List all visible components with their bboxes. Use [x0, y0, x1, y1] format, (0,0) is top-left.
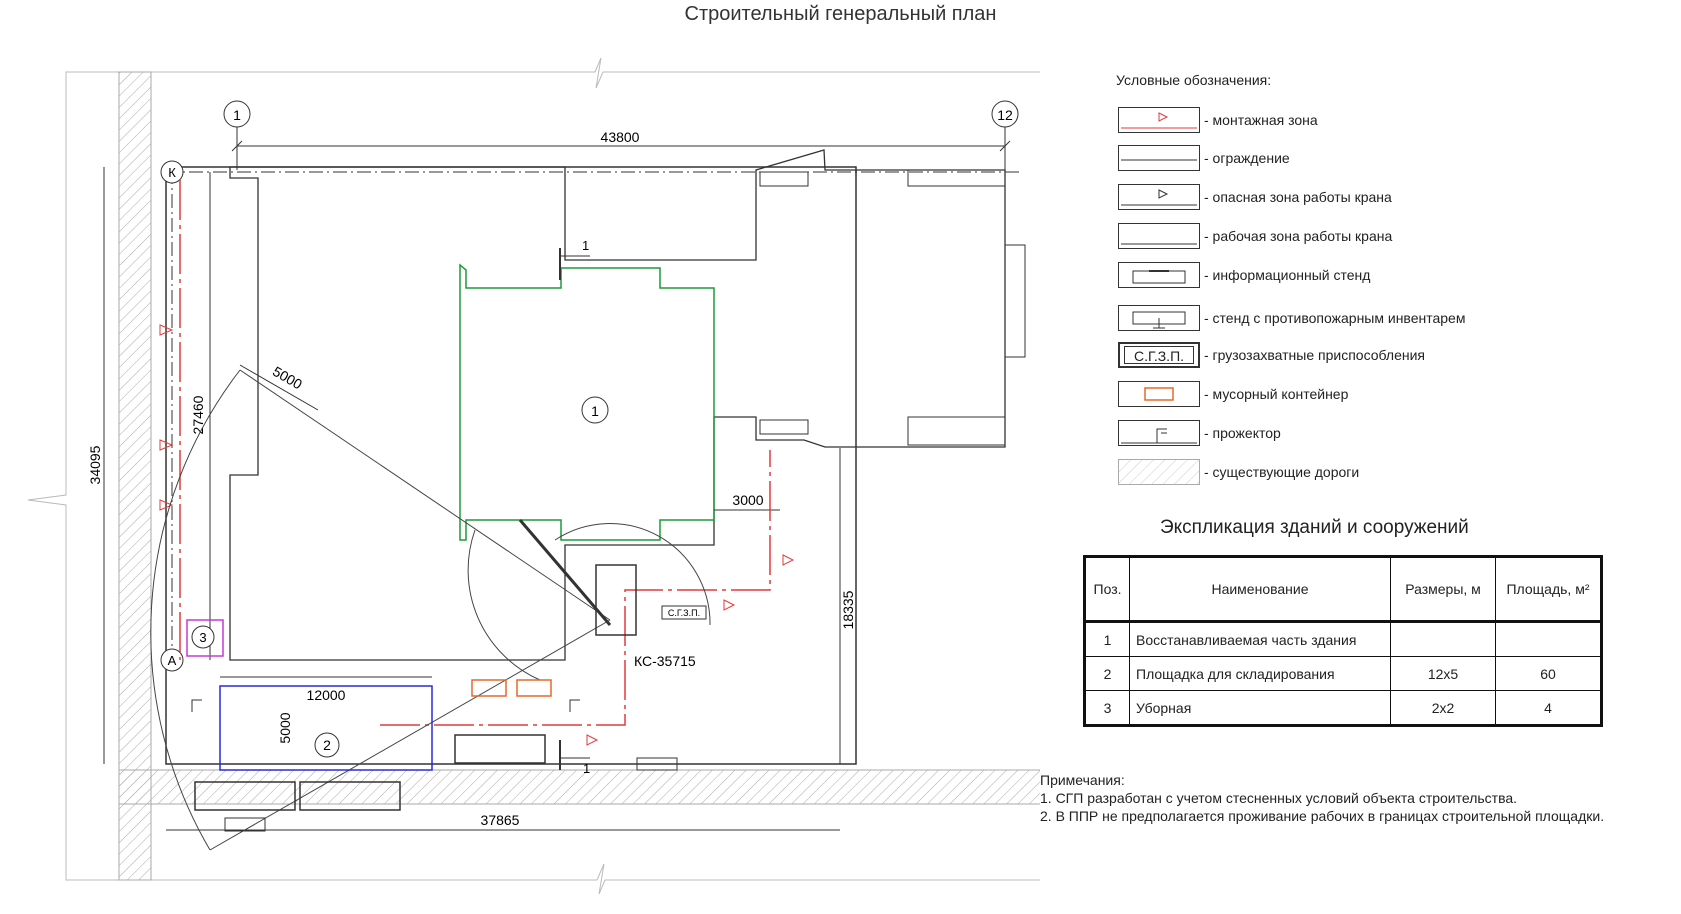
cell: 2	[1084, 656, 1130, 691]
legend-item: - стенд с противопожарным инвентарем	[1118, 304, 1465, 332]
axis-1: 1	[233, 107, 241, 123]
crane-danger-zone-icon	[1118, 184, 1200, 210]
header-area: Площадь, м²	[1495, 556, 1602, 623]
legend-item: - монтажная зона	[1118, 106, 1318, 134]
crane-label: КС-35715	[634, 653, 696, 669]
legend-item: - опасная зона работы крана	[1118, 183, 1392, 211]
trash-container	[471, 679, 507, 697]
sgzp-small: С.Г.З.П.	[668, 608, 700, 618]
legend-item: - информационный стенд	[1118, 261, 1370, 289]
legend-title: Условные обозначения:	[1116, 72, 1272, 88]
legend-label: - существующие дороги	[1204, 464, 1360, 480]
fire-stand-icon	[1118, 305, 1200, 331]
info-stand-icon	[1118, 262, 1200, 288]
cell	[1390, 621, 1496, 657]
trash-container	[516, 679, 552, 697]
explication-title: Экспликация зданий и сооружений	[1160, 517, 1469, 538]
cell: 4	[1495, 690, 1602, 726]
floodlight-icon	[1118, 420, 1200, 446]
cell: Площадка для складирования	[1129, 656, 1391, 691]
truck	[454, 734, 546, 764]
cell: 3	[1084, 690, 1130, 726]
sgzp-icon: С.Г.З.П.	[1118, 342, 1200, 368]
header-size: Размеры, м	[1390, 556, 1496, 623]
road-icon	[1118, 459, 1200, 485]
road-left	[118, 71, 152, 881]
storage-pos: 2	[323, 737, 331, 753]
cell	[1495, 621, 1602, 657]
legend-label: - мусорный контейнер	[1204, 386, 1349, 402]
legend-label: - стенд с противопожарным инвентарем	[1204, 310, 1466, 326]
toilet	[186, 619, 224, 657]
building-outline	[229, 149, 1006, 661]
dim-34095: 34095	[87, 445, 103, 484]
legend-item: - мусорный контейнер	[1118, 380, 1348, 408]
vehicle	[194, 781, 296, 811]
legend-label: - ограждение	[1204, 150, 1290, 166]
note-line: 2. В ППР не предполагается проживание ра…	[1040, 808, 1605, 824]
note-line: 1. СГП разработан с учетом стесненных ус…	[1040, 790, 1518, 806]
axis-12: 12	[997, 107, 1013, 123]
dim-3000: 3000	[732, 492, 763, 508]
legend-item: - рабочая зона работы крана	[1118, 222, 1392, 250]
header-name: Наименование	[1129, 556, 1391, 623]
table-row: 1 Восстанавливаемая часть здания	[1084, 621, 1602, 657]
cell: 12х5	[1390, 656, 1496, 691]
fence-icon	[1118, 145, 1200, 171]
table-row: 3 Уборная 2х2 4	[1084, 690, 1602, 726]
dim-37865: 37865	[481, 812, 520, 828]
notes-title: Примечания:	[1040, 772, 1125, 788]
legend-item: С.Г.З.П. - грузозахватные приспособления	[1118, 341, 1425, 369]
axis-K: К	[168, 165, 176, 180]
toilet-pos: 3	[199, 630, 206, 645]
legend-label: - информационный стенд	[1204, 267, 1371, 283]
crane-ks35715	[595, 564, 637, 636]
road-bottom	[118, 769, 1040, 805]
legend-label: - грузозахватные приспособления	[1204, 347, 1425, 363]
cell: 2х2	[1390, 690, 1496, 726]
storage-area	[219, 685, 433, 771]
legend-label: - рабочая зона работы крана	[1204, 228, 1393, 244]
dim-5000: 5000	[270, 363, 305, 393]
mounting-zone	[179, 180, 771, 726]
cell: 60	[1495, 656, 1602, 691]
dim-27460: 27460	[190, 395, 206, 434]
vehicle	[299, 781, 401, 811]
trash-container-icon	[1118, 381, 1200, 407]
fence	[165, 166, 857, 765]
dim-12000: 12000	[307, 687, 346, 703]
legend-item: - прожектор	[1118, 419, 1281, 447]
dim-18335: 18335	[840, 590, 856, 629]
page-title: Строительный генеральный план	[684, 3, 997, 25]
building-pos: 1	[591, 403, 599, 419]
table-header-row: Поз. Наименование Размеры, м Площадь, м²	[1084, 556, 1602, 623]
dim-43800: 43800	[601, 129, 640, 145]
crane-work-zone-icon	[1118, 223, 1200, 249]
cell: 1	[1084, 621, 1130, 657]
site-plan-drawing: 1 12 К А 43800 34095 27460 18335 37865 3…	[27, 57, 1040, 895]
dim-5000-vert: 5000	[277, 712, 293, 743]
explication-table: Поз. Наименование Размеры, м Площадь, м²…	[1083, 555, 1603, 727]
legend-item: - ограждение	[1118, 144, 1290, 172]
axis-A: А	[168, 653, 177, 668]
table-row: 2 Площадка для складирования 12х5 60	[1084, 656, 1602, 691]
mounting-zone-icon	[1118, 107, 1200, 133]
legend-label: - монтажная зона	[1204, 112, 1318, 128]
legend-item: - существующие дороги	[1118, 458, 1359, 486]
header-pos: Поз.	[1084, 556, 1130, 623]
cell: Восстанавливаемая часть здания	[1129, 621, 1391, 657]
section-mark: 1	[582, 238, 589, 253]
cell: Уборная	[1129, 690, 1391, 726]
legend-label: - прожектор	[1204, 425, 1281, 441]
legend-label: - опасная зона работы крана	[1204, 189, 1392, 205]
section-mark-bottom: 1	[583, 761, 590, 776]
